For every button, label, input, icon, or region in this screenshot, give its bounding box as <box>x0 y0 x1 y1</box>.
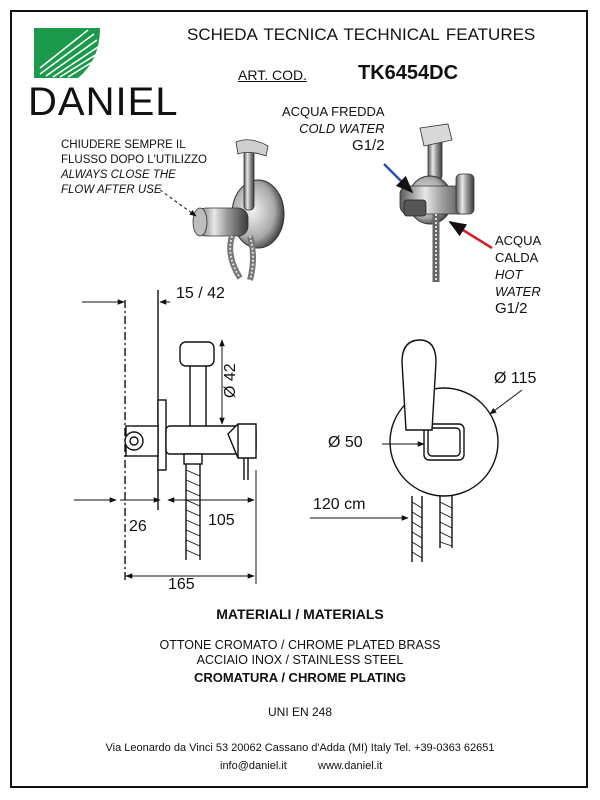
sheet-title: SCHEDA TECNICA TECHNICAL FEATURES <box>187 25 536 44</box>
hot-water-thread: G1/2 <box>495 300 528 317</box>
dimension-105: 105 <box>208 512 235 529</box>
cold-water-thread: G1/2 <box>352 137 385 154</box>
article-code-label: ART. COD. <box>238 67 307 83</box>
daniel-logo-mark <box>34 28 100 78</box>
dimension-15-42: 15 / 42 <box>176 285 225 302</box>
cold-water-arrow <box>383 163 414 194</box>
hot-water-en-1: HOT <box>495 267 523 282</box>
cold-water-label: ACQUA FREDDA COLD WATER G1/2 <box>282 103 385 154</box>
note-it-line-2: FLUSSO DOPO L'UTILIZZO <box>61 154 207 166</box>
cold-water-it: ACQUA FREDDA <box>282 104 385 119</box>
plating-title: CROMATURA / CHROME PLATING <box>193 670 407 685</box>
company-website[interactable]: www.daniel.it <box>318 760 383 772</box>
company-logo: DANIEL <box>28 80 179 124</box>
note-en-line-1: ALWAYS CLOSE THE <box>61 169 176 181</box>
sheet-border <box>10 10 588 788</box>
front-view-drawing <box>389 339 499 562</box>
materials-title: MATERIALI / MATERIALS <box>216 606 384 622</box>
material-brass: OTTONE CROMATO / CHROME PLATED BRASS <box>159 638 441 652</box>
article-code: TK6454DC <box>358 62 459 84</box>
dimension-diameter-115: Ø 115 <box>494 370 537 387</box>
company-email[interactable]: info@daniel.it <box>220 760 287 772</box>
product-photo-valve <box>399 123 475 282</box>
dimension-diameter-50: Ø 50 <box>328 434 363 451</box>
hot-water-it-2: CALDA <box>495 250 539 265</box>
side-view-drawing <box>124 290 257 580</box>
hot-water-it-1: ACQUA <box>495 233 542 248</box>
cold-water-en: COLD WATER <box>299 121 385 136</box>
hot-water-en-2: WATER <box>495 284 541 299</box>
dimension-hose-length: 120 cm <box>313 496 366 513</box>
usage-note: CHIUDERE SEMPRE IL FLUSSO DOPO L'UTILIZZ… <box>61 138 207 198</box>
note-en-line-2: FLOW AFTER USE <box>61 184 162 196</box>
product-photo-front <box>192 139 285 281</box>
dimension-diameter-42: Ø 42 <box>222 363 239 398</box>
hot-water-label: ACQUA CALDA HOT WATER G1/2 <box>495 232 541 317</box>
hot-water-arrow <box>448 220 493 250</box>
dimension-165: 165 <box>168 576 195 593</box>
note-it-line-1: CHIUDERE SEMPRE IL <box>61 139 186 151</box>
company-address: Via Leonardo da Vinci 53 20062 Cassano d… <box>105 742 495 754</box>
standard-norm: UNI EN 248 <box>267 705 333 719</box>
dimension-26: 26 <box>129 518 147 535</box>
material-steel: ACCIAIO INOX / STAINLESS STEEL <box>196 653 404 667</box>
